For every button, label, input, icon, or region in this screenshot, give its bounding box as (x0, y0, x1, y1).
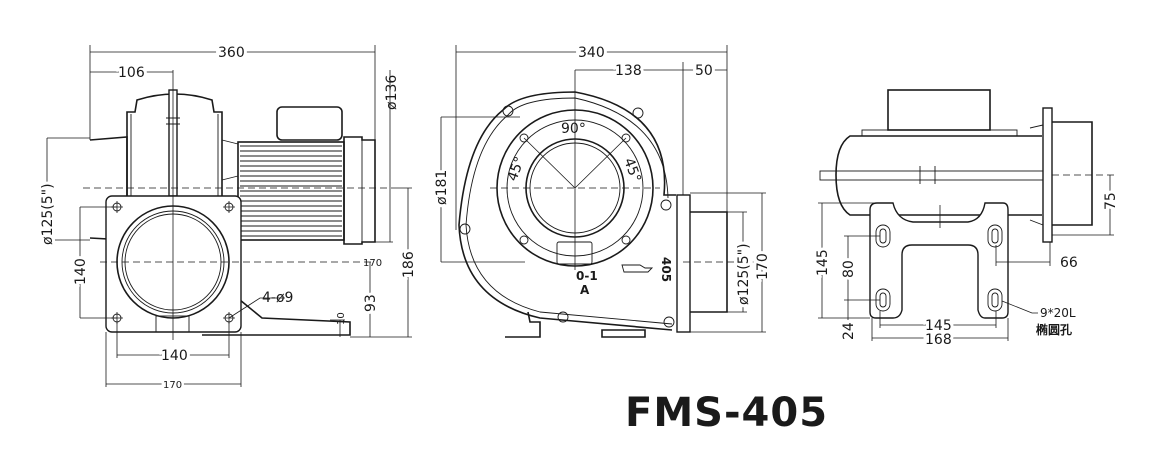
dim-170-bottom: 170 (163, 380, 182, 391)
dim-140-v: 140 (73, 258, 89, 285)
volute-casing (458, 91, 676, 331)
dimension-lines (818, 175, 1114, 341)
base-foot (202, 299, 351, 336)
marking-letter: A (580, 283, 590, 297)
dim-106: 106 (118, 65, 145, 81)
bracket-view: 75 66 145 80 24 145 168 9*20L 椭圆孔 (812, 89, 1122, 351)
dim-24: 24 (841, 322, 857, 340)
terminal-box (276, 106, 343, 141)
dim-340: 340 (578, 45, 605, 61)
dim-outlet-125: ø125(5") (736, 243, 752, 305)
dim-145-h: 145 (925, 318, 952, 334)
dim-360: 360 (218, 45, 245, 61)
angle-45-left: 45° (505, 155, 529, 184)
volute-inner-line (465, 97, 673, 325)
slot-note: 椭圆孔 (1036, 322, 1072, 337)
centerlines (83, 187, 395, 263)
dim-181: ø181 (434, 170, 450, 205)
motor-end-cap (343, 136, 376, 245)
shaft-coupling (919, 166, 936, 184)
top-housing (887, 89, 991, 131)
mounting-bracket (869, 202, 1009, 319)
flange-gussets (1029, 124, 1044, 226)
outlet-flange (676, 194, 691, 333)
housing-plate (861, 129, 1018, 137)
front-view: 340 138 50 ø181 90° 45° 45° ø125(5") 170… (431, 42, 774, 338)
angle-90: 90° (561, 121, 586, 137)
dim-138: 138 (615, 63, 642, 79)
flange-foot-block (155, 315, 190, 333)
dim-140-h: 140 (161, 348, 188, 364)
dim-outlet-170: 170 (755, 253, 771, 280)
centerlines (490, 187, 770, 263)
arrow-marking (621, 264, 654, 273)
marking-code: 0-1 (576, 269, 598, 283)
marking-model: 405 (659, 257, 673, 282)
side-view: 360 106 ø136 ø125(5") 140 140 170 170 18… (37, 42, 420, 394)
front-feet (505, 311, 646, 338)
hole-callout: 4-ø9 (262, 290, 293, 306)
dim-75: 75 (1103, 192, 1119, 210)
dim-136: ø136 (384, 75, 400, 110)
dimension-lines (440, 45, 766, 333)
shaft (819, 170, 1046, 181)
motor-fins (240, 145, 342, 237)
slot-callout: 9*20L (1040, 306, 1076, 320)
housing-detail-lines (130, 114, 239, 196)
label-plate (556, 241, 593, 265)
dim-145-v: 145 (815, 249, 831, 276)
angle-45-right: 45° (620, 156, 644, 185)
dim-93: 93 (363, 294, 379, 312)
dim-168: 168 (925, 332, 952, 348)
dim-170-ref: 170 (363, 258, 382, 269)
casing-bosses (459, 105, 675, 328)
outlet-pipe (1052, 121, 1093, 226)
dimension-lines (46, 45, 412, 387)
angle-lines (523, 137, 627, 189)
outlet-flange (1042, 107, 1053, 243)
motor-cylinder (835, 135, 1042, 216)
model-title: FMS-405 (625, 390, 828, 436)
dim-125: ø125(5") (40, 183, 56, 245)
dim-50: 50 (695, 63, 713, 79)
dim-66: 66 (1060, 255, 1078, 271)
dim-186: 186 (401, 251, 417, 278)
dim-80: 80 (841, 260, 857, 278)
dim-10: 10 (336, 312, 347, 325)
ring-bolts (519, 133, 631, 245)
